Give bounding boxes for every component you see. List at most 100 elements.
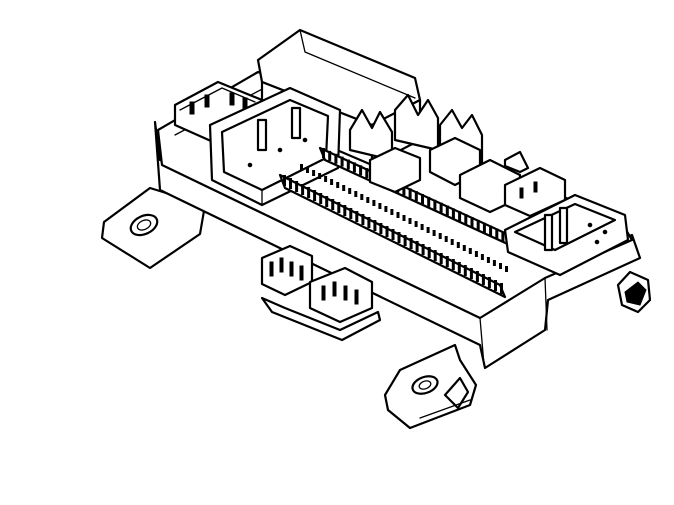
fuse-slot-lower [313, 190, 317, 201]
fuse-slot-lower [379, 223, 383, 234]
fuse-slot-upper [482, 222, 486, 233]
fuse-slot-upper [334, 153, 338, 164]
fuse-slot-lower [391, 229, 395, 240]
fuse-slot-middle [438, 233, 442, 239]
fuse-slot-middle [342, 185, 346, 191]
fuse-slot-lower [403, 235, 407, 246]
fuse-slot-middle [306, 167, 309, 173]
fuse-slot-lower [361, 214, 365, 225]
fuse-slot-lower [319, 193, 323, 204]
fuse-slot-lower [469, 268, 473, 279]
fuse-slot-lower [500, 283, 503, 294]
bottom-base-plate [260, 296, 382, 342]
fuse-slot-lower [343, 205, 347, 216]
fuse-slot-middle [312, 170, 316, 176]
fuse-slot-lower [373, 220, 377, 231]
fuse-slot-middle [348, 188, 352, 194]
fuse-slot-middle [390, 209, 394, 215]
fuse-slot-middle [402, 215, 406, 221]
fuse-slot-middle [456, 242, 460, 248]
fuse-slot-lower [331, 199, 335, 210]
fuse-slot-upper [433, 199, 437, 210]
fuse-slot-lower [439, 253, 443, 264]
fuse-slot-lower [295, 181, 299, 192]
fuse-slot-lower [445, 256, 449, 267]
fuse-slot-upper [464, 214, 468, 225]
fuse-slot-lower [415, 241, 419, 252]
fuse-slot-lower [463, 265, 467, 276]
fuse-slot-middle [318, 173, 322, 179]
fuse-slot-upper [414, 191, 418, 202]
fuse-slot-lower [481, 274, 485, 285]
side-knob [616, 270, 652, 314]
fuse-slot-lower [421, 244, 425, 255]
bottom-connector-left [260, 244, 314, 297]
fuse-slot-middle [450, 239, 454, 245]
fuse-slot-middle [330, 179, 334, 185]
fuse-slot-upper [346, 159, 350, 170]
fuse-slot-lower [385, 226, 389, 237]
fuse-slot-lower [301, 184, 305, 195]
fuse-slot-middle [492, 260, 496, 266]
fuse-slot-middle [426, 227, 430, 233]
fuse-slot-upper [439, 202, 443, 213]
bottom-mounting-bracket [383, 343, 478, 430]
fuse-slot-upper [352, 162, 356, 173]
fuse-slot-middle [468, 248, 472, 254]
fuse-slot-lower [325, 196, 329, 207]
fuse-slot-upper [501, 231, 505, 242]
fuse-slot-middle [384, 206, 388, 212]
fuse-slot-upper [427, 196, 431, 207]
bottom-mount-hole [411, 375, 439, 395]
fuse-slot-middle [420, 224, 424, 230]
fuse-slot-upper [402, 185, 406, 196]
fuse-slot-middle [408, 218, 412, 224]
fuse-slot-upper [359, 165, 363, 176]
left-mounting-bracket [100, 186, 207, 270]
fuse-slot-lower [397, 232, 401, 243]
left-mount-hole [129, 213, 159, 237]
fuse-slot-middle [354, 191, 358, 197]
fuse-slot-middle [474, 251, 478, 257]
fuse-slot-upper [495, 228, 499, 239]
large-right-connector [503, 193, 630, 277]
fuse-slot-middle [486, 257, 490, 263]
fuse-slot-middle [444, 236, 448, 242]
fuse-slot-lower [457, 262, 461, 273]
fuse-slot-upper [458, 211, 462, 222]
fuse-slot-middle [480, 254, 484, 260]
fuse-slot-upper [322, 148, 325, 158]
fuse-slot-lower [433, 250, 437, 261]
fuse-slot-lower [409, 238, 413, 249]
center-relay-towers [348, 93, 522, 214]
fuse-slot-lower [494, 280, 497, 291]
fuse-slot-upper [408, 188, 412, 199]
fuse-slot-middle [462, 245, 466, 251]
fuse-slot-upper [328, 150, 332, 161]
fuse-slot-lower [487, 277, 491, 288]
mount-stud [443, 376, 470, 410]
fuse-slot-middle [396, 212, 400, 218]
fuse-slot-lower [475, 271, 479, 282]
fuse-slot-upper [476, 219, 480, 230]
fuse-slot-middle [324, 176, 328, 182]
fuse-slot-middle [414, 221, 418, 227]
fuse-slot-upper [470, 217, 474, 227]
large-left-connector [208, 86, 342, 207]
fuse-slot-middle [300, 164, 303, 170]
fuse-slot-upper [421, 194, 424, 204]
fuse-slot-lower [337, 202, 341, 213]
fuse-slot-middle [360, 194, 364, 200]
fuse-slot-lower [367, 217, 371, 228]
fuse-slot-lower [307, 187, 311, 198]
fuse-slot-upper [489, 225, 493, 236]
fuse-slot-middle [432, 230, 436, 236]
fuse-slot-lower [451, 259, 455, 270]
fuse-slot-middle [366, 197, 370, 203]
fuse-slot-middle [505, 266, 508, 272]
fuse-slot-lower [427, 247, 431, 258]
fuse-slot-lower [283, 175, 286, 186]
fuse-slot-middle [499, 263, 502, 269]
